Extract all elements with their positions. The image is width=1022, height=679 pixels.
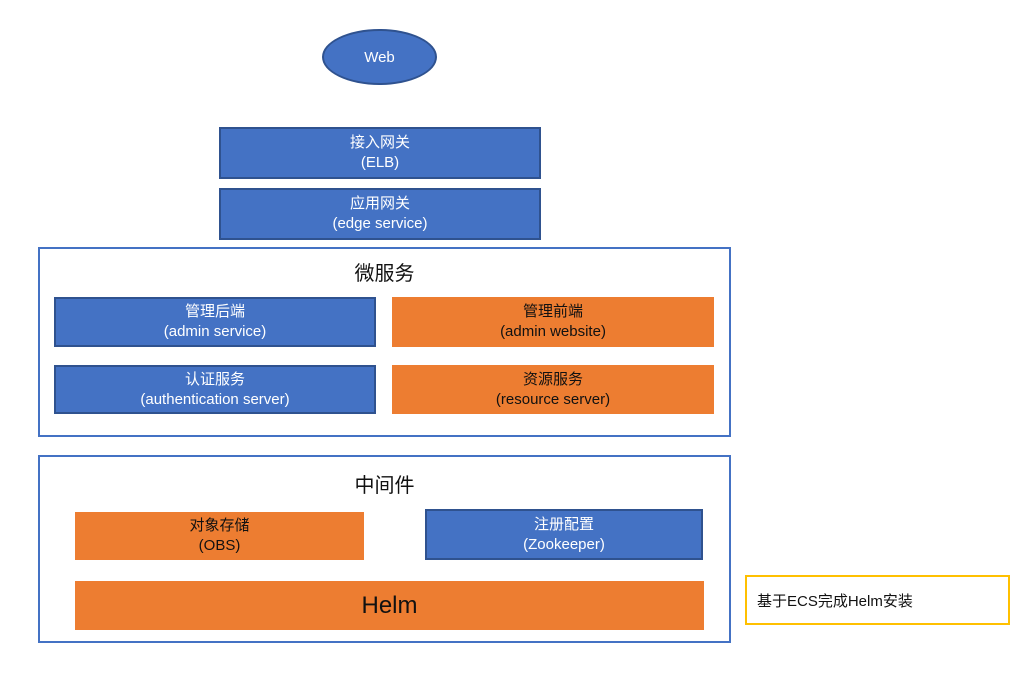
object-storage-title: 对象存储 [189, 517, 250, 534]
access-gateway-title: 接入网关 [349, 134, 410, 151]
app-gateway-box: 应用网关 (edge service) [219, 188, 541, 240]
access-gateway-subtitle: (ELB) [360, 154, 400, 171]
middleware-frame: 中间件 对象存储 (OBS) 注册配置 (Zookeeper) Helm [38, 455, 731, 643]
resource-server-box: 资源服务 (resource server) [392, 365, 714, 414]
helm-install-note-text: 基于ECS完成Helm安装 [757, 592, 913, 610]
web-node-label: Web [364, 48, 395, 66]
object-storage-box: 对象存储 (OBS) [75, 512, 364, 560]
app-gateway-subtitle: (edge service) [332, 215, 428, 232]
authentication-server-box: 认证服务 (authentication server) [54, 365, 376, 414]
helm-box: Helm [75, 581, 704, 630]
helm-install-note: 基于ECS完成Helm安装 [745, 575, 1010, 625]
web-node: Web [322, 29, 437, 85]
resource-server-subtitle: (resource server) [495, 390, 611, 408]
admin-website-box: 管理前端 (admin website) [392, 297, 714, 347]
helm-label: Helm [361, 591, 418, 619]
admin-website-title: 管理前端 [522, 303, 583, 320]
access-gateway-box: 接入网关 (ELB) [219, 127, 541, 179]
app-gateway-title: 应用网关 [349, 195, 410, 212]
authentication-server-subtitle: (authentication server) [140, 390, 290, 408]
zookeeper-title: 注册配置 [533, 515, 594, 533]
resource-server-title: 资源服务 [522, 370, 583, 388]
admin-website-subtitle: (admin website) [500, 323, 606, 340]
middleware-title: 中间件 [354, 475, 415, 497]
admin-service-box: 管理后端 (admin service) [54, 297, 376, 347]
admin-service-title: 管理后端 [184, 303, 245, 320]
microservices-frame: 微服务 管理后端 (admin service) 管理前端 (admin web… [38, 247, 731, 437]
zookeeper-box: 注册配置 (Zookeeper) [425, 509, 703, 560]
object-storage-subtitle: (OBS) [198, 537, 241, 554]
zookeeper-subtitle: (Zookeeper) [523, 535, 605, 553]
microservices-title: 微服务 [354, 263, 415, 285]
authentication-server-title: 认证服务 [184, 370, 245, 388]
admin-service-subtitle: (admin service) [163, 323, 267, 340]
